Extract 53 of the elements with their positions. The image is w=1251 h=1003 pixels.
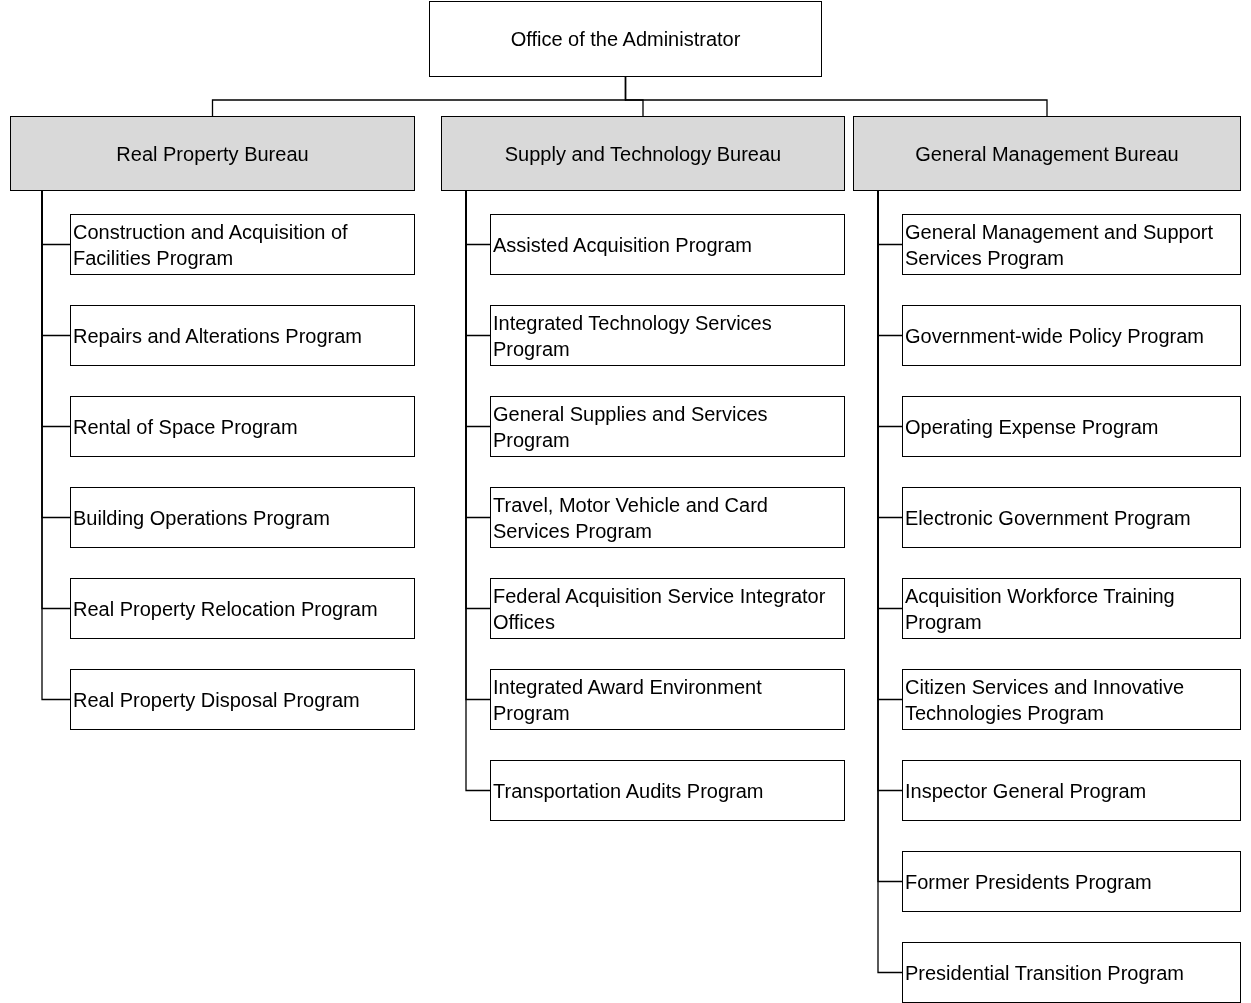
program-box <box>490 305 845 366</box>
program-box <box>490 578 845 639</box>
program-label: Inspector General Program <box>905 778 1147 804</box>
program-box <box>490 760 845 821</box>
program-box <box>70 487 415 548</box>
program-box <box>902 214 1241 275</box>
program-label: Assisted Acquisition Program <box>493 232 752 258</box>
bureau-box <box>441 116 845 191</box>
office-box <box>429 1 822 77</box>
program-label: Government-wide Policy Program <box>905 323 1204 349</box>
program-label: Former Presidents Program <box>905 869 1152 895</box>
program-label: Integrated Technology Services Program <box>493 310 773 362</box>
program-box <box>490 214 845 275</box>
program-box <box>902 942 1241 1003</box>
program-label: Real Property Disposal Program <box>73 687 360 713</box>
program-box <box>490 487 845 548</box>
program-box <box>70 396 415 457</box>
program-label: Travel, Motor Vehicle and Card Services Program <box>493 492 769 544</box>
office-label: Office of the Administrator <box>510 27 741 52</box>
program-label: Citizen Services and Innovative Technologies Program <box>905 674 1186 726</box>
program-box <box>902 669 1241 730</box>
connector-line <box>624 76 1048 117</box>
program-box <box>70 305 415 366</box>
program-box <box>70 578 415 639</box>
program-label: Operating Expense Program <box>905 414 1159 440</box>
program-label: General Management and Support Services Program <box>905 219 1214 271</box>
program-box <box>902 487 1241 548</box>
program-label: Transportation Audits Program <box>493 778 764 804</box>
program-label: General Supplies and Services Program <box>493 401 769 453</box>
program-box <box>490 396 845 457</box>
program-label: Construction and Acquisition of Facilities Program <box>73 219 349 271</box>
bureau-label: Supply and Technology Bureau <box>504 141 782 167</box>
program-box <box>70 669 415 730</box>
program-label: Electronic Government Program <box>905 505 1191 531</box>
program-box <box>490 669 845 730</box>
program-box <box>70 214 415 275</box>
program-label: Federal Acquisition Service Integrator Offices <box>493 583 827 635</box>
program-label: Repairs and Alterations Program <box>73 323 363 349</box>
bureau-box <box>853 116 1241 191</box>
program-label: Rental of Space Program <box>73 414 298 440</box>
program-box <box>902 851 1241 912</box>
bureau-box <box>10 116 415 191</box>
bureau-label: Real Property Bureau <box>116 141 309 167</box>
bureau-label: General Management Bureau <box>915 141 1179 167</box>
program-label: Real Property Relocation Program <box>73 596 378 622</box>
program-box <box>902 396 1241 457</box>
program-label: Integrated Award Environment Program <box>493 674 763 726</box>
program-label: Building Operations Program <box>73 505 330 531</box>
program-box <box>902 578 1241 639</box>
program-box <box>902 305 1241 366</box>
program-box <box>902 760 1241 821</box>
program-label: Acquisition Workforce Training Program <box>905 583 1176 635</box>
program-label: Presidential Transition Program <box>905 960 1184 986</box>
